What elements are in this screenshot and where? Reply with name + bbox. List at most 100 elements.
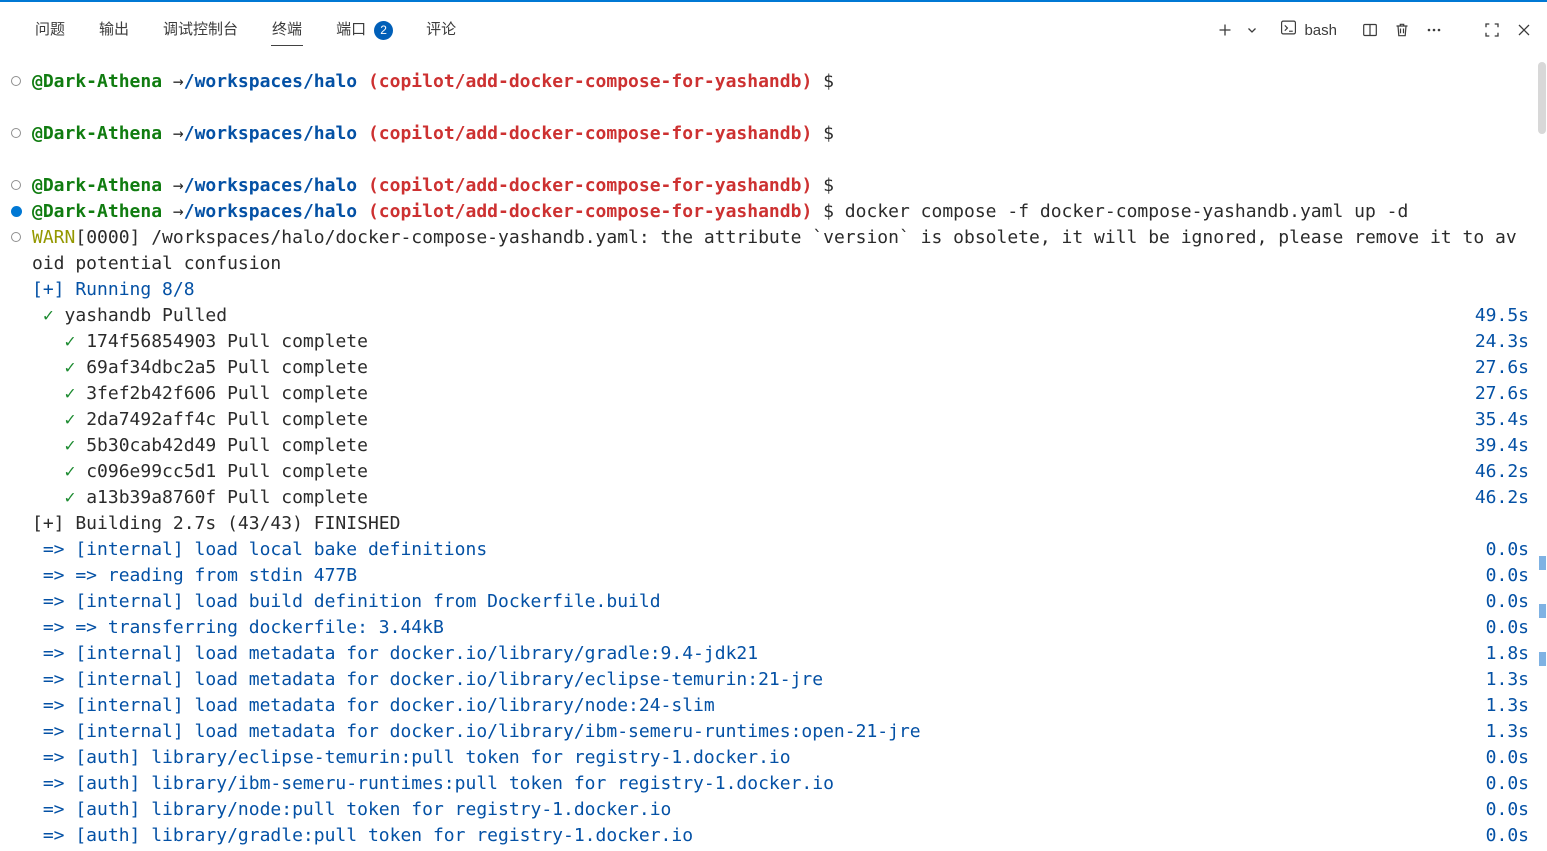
command-decoration-icon[interactable] [11,232,21,242]
scrollbar-command-marker [1539,556,1546,570]
terminal-gutter [0,302,32,328]
terminal-text-segment: 2da7492aff4c Pull complete [75,409,368,430]
terminal-text-segment: => [internal] load metadata for docker.i… [32,669,823,690]
terminal-text-segment: => => reading from stdin 477B [32,565,357,586]
terminal-gutter [0,224,32,250]
duration-label: 1.3s [1466,695,1529,716]
terminal-text-segment: ✓ [65,461,76,482]
terminal-text-segment: $ [812,123,834,144]
terminal-text-segment: (copilot/add-docker-compose-for-yashandb… [357,123,812,144]
terminal-line-text: ✓ c096e99cc5d1 Pull complete [32,461,368,482]
terminal-row: WARN[0000] /workspaces/halo/docker-compo… [0,224,1547,250]
duration-label: 1.3s [1466,721,1529,742]
terminal-text-segment: → [162,175,184,196]
tab-ports[interactable]: 端口 2 [335,2,393,58]
tab-problems[interactable]: 问题 [34,2,66,58]
terminal-text-segment: [0000] /workspaces/halo/docker-compose-y… [75,227,1516,248]
split-terminal-button[interactable] [1356,17,1383,43]
terminal-gutter [0,640,32,666]
terminal-row: ✓ 3fef2b42f606 Pull complete 27.6s [0,380,1547,406]
terminal-line-text: => [internal] load local bake definition… [32,539,487,560]
terminal-text-segment: docker compose -f docker-compose-yashand… [834,201,1408,222]
terminal-row: ✓ yashandb Pulled 49.5s [0,302,1547,328]
command-decoration-icon[interactable] [11,180,21,190]
duration-label: 49.5s [1455,305,1529,326]
command-decoration-icon[interactable] [11,206,22,217]
terminal-text-segment: $ [812,175,834,196]
terminal-text-segment: ✓ [65,331,76,352]
terminal-gutter [0,458,32,484]
duration-label: 0.0s [1466,565,1529,586]
terminal-line-text: ✓ 69af34dbc2a5 Pull complete [32,357,368,378]
terminal-row: => [internal] load metadata for docker.i… [0,666,1547,692]
terminal-row: => [internal] load build definition from… [0,588,1547,614]
terminal-row: ✓ 2da7492aff4c Pull complete 35.4s [0,406,1547,432]
duration-label: 24.3s [1455,331,1529,352]
tab-terminal[interactable]: 终端 [271,2,303,58]
command-decoration-icon[interactable] [11,76,21,86]
terminal-text-segment: => [auth] library/node:pull token for re… [32,799,671,820]
duration-label: 0.0s [1466,747,1529,768]
terminal-line-text: @Dark-Athena →/workspaces/halo (copilot/… [32,175,834,196]
terminal-row: [+] Running 8/8 [0,276,1547,302]
kill-terminal-button[interactable] [1388,17,1415,43]
terminal-text-segment: → [162,123,184,144]
terminal-line-text: @Dark-Athena →/workspaces/halo (copilot/… [32,123,834,144]
terminal-line-text: ✓ a13b39a8760f Pull complete [32,487,368,508]
terminal-text-segment: => [internal] load metadata for docker.i… [32,721,921,742]
terminal-line-text: [+] Building 2.7s (43/43) FINISHED [32,513,400,534]
terminal-line-text: ✓ 174f56854903 Pull complete [32,331,368,352]
terminal-text-segment: => [internal] load local bake definition… [32,539,487,560]
close-panel-button[interactable] [1510,17,1537,43]
tab-comments-label: 评论 [425,15,457,46]
terminal-gutter [0,718,32,744]
terminal-text-segment: $ [812,201,834,222]
duration-label: 0.0s [1466,799,1529,820]
more-actions-button[interactable] [1420,17,1447,43]
terminal-line-text: ✓ 3fef2b42f606 Pull complete [32,383,368,404]
terminal-line-text: WARN[0000] /workspaces/halo/docker-compo… [32,227,1517,248]
terminal-row: @Dark-Athena →/workspaces/halo (copilot/… [0,198,1547,224]
scrollbar-thumb[interactable] [1538,62,1546,134]
command-decoration-icon[interactable] [11,128,21,138]
terminal-row: @Dark-Athena →/workspaces/halo (copilot/… [0,68,1547,94]
split-icon [1362,22,1378,38]
duration-label: 1.8s [1466,643,1529,664]
terminal-row: => [auth] library/ibm-semeru-runtimes:pu… [0,770,1547,796]
scrollbar-command-marker [1539,652,1546,666]
duration-label: 0.0s [1466,773,1529,794]
new-terminal-button[interactable] [1211,17,1238,43]
tab-output[interactable]: 输出 [98,2,130,58]
terminal-line-text: => [internal] load metadata for docker.i… [32,643,758,664]
terminal-gutter [0,198,32,224]
terminal-text-segment: → [162,71,184,92]
terminal-line-text: @Dark-Athena →/workspaces/halo (copilot/… [32,71,834,92]
terminal-text-segment [32,435,65,456]
terminal-text-segment: (copilot/add-docker-compose-for-yashandb… [357,71,812,92]
terminal-text-segment: /workspaces/halo [184,71,357,92]
terminal-gutter [0,744,32,770]
terminal-text-segment: $ [812,71,834,92]
duration-label: 0.0s [1466,825,1529,846]
terminal-text-segment [32,461,65,482]
tab-problems-label: 问题 [34,15,66,46]
terminal-line-text: ✓ yashandb Pulled [32,305,227,326]
terminal-gutter [0,666,32,692]
tab-debug-console[interactable]: 调试控制台 [162,2,239,58]
maximize-panel-button[interactable] [1478,17,1505,43]
terminal-gutter [0,692,32,718]
terminal-session-bash[interactable]: bash [1272,16,1345,44]
terminal-output[interactable]: @Dark-Athena →/workspaces/halo (copilot/… [0,58,1547,851]
tab-comments[interactable]: 评论 [425,2,457,58]
terminal-profile-dropdown[interactable] [1243,17,1261,43]
terminal-text-segment: a13b39a8760f Pull complete [75,487,368,508]
terminal-gutter [0,406,32,432]
terminal-gutter [0,120,32,146]
terminal-text-segment: (copilot/add-docker-compose-for-yashandb… [357,175,812,196]
duration-label: 27.6s [1455,357,1529,378]
duration-label: 46.2s [1455,461,1529,482]
terminal-row: => [internal] load metadata for docker.i… [0,640,1547,666]
scrollbar[interactable] [1537,58,1547,851]
terminal-text-segment: ✓ [65,383,76,404]
terminal-text-segment [32,383,65,404]
